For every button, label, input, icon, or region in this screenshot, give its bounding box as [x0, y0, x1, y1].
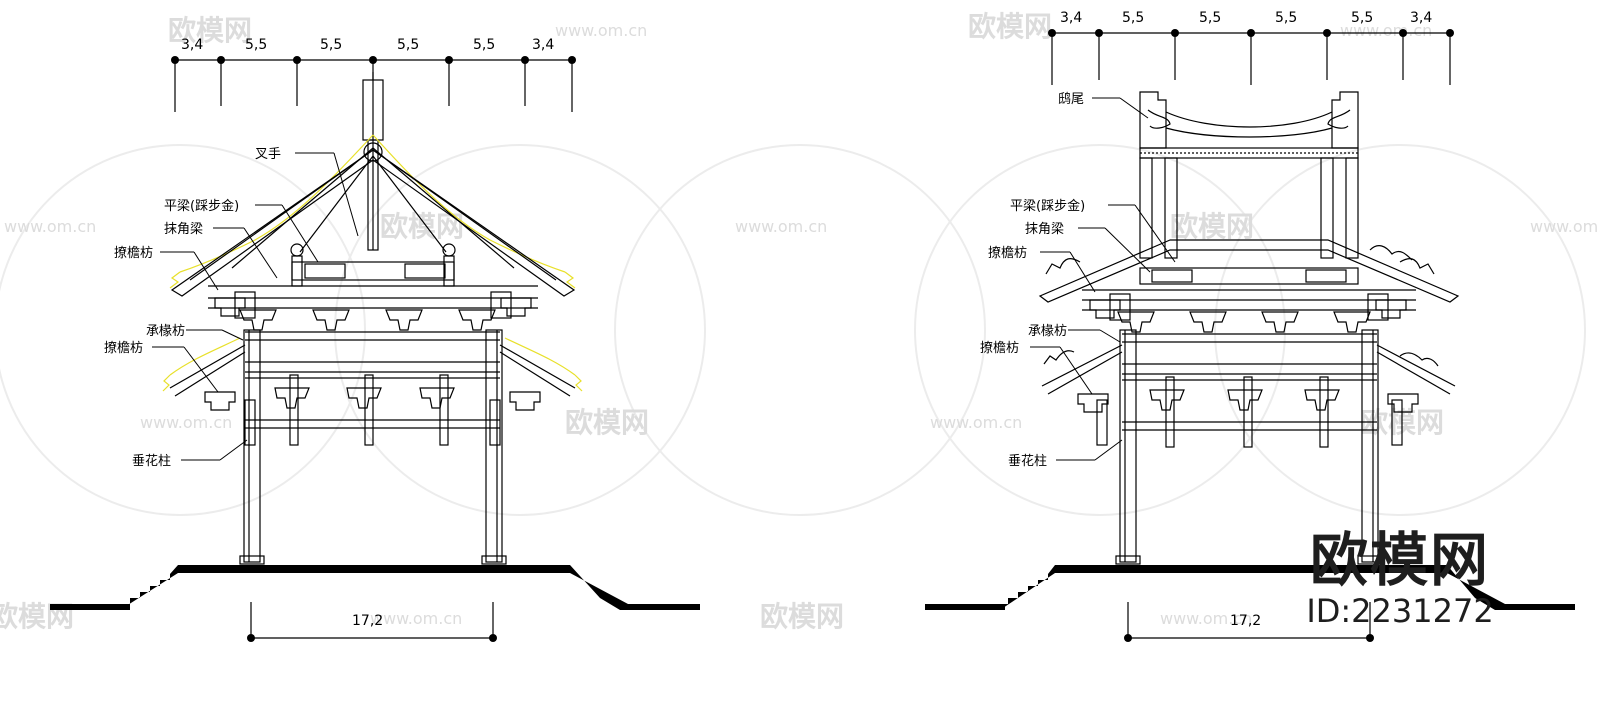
right-lower-roof — [1041, 344, 1456, 395]
left-bottom-dimension — [247, 602, 497, 642]
left-label-liaoyanfang-lower: 撩檐枋 — [104, 340, 143, 356]
left-dim-2: 5,5 — [245, 37, 267, 53]
left-top-dimension — [171, 56, 576, 112]
left-label-mojiaoliang: 抹角梁 — [164, 222, 203, 237]
right-ridge-chiwei — [1139, 91, 1359, 259]
watermark-brand: 欧模网 — [968, 10, 1052, 43]
right-bottom-dimension — [1124, 602, 1374, 642]
right-dim-5: 5,5 — [1351, 10, 1373, 26]
right-label-chuihuazhu: 垂花柱 — [1008, 453, 1047, 469]
left-lower-brackets — [204, 374, 541, 446]
right-label-chengchuanfang: 承椽枋 — [1028, 323, 1067, 339]
right-leaders — [1030, 97, 1176, 461]
watermark-url: www.om.cn — [1530, 217, 1600, 236]
left-upper-brackets — [214, 291, 532, 331]
watermark-url: www.om.cn — [4, 217, 96, 236]
left-dim-4: 5,5 — [397, 37, 419, 53]
watermark-brand: 欧模网 — [760, 600, 844, 633]
brand-watermark: 欧模网 ID:2231272 — [1290, 528, 1510, 630]
right-section — [925, 29, 1575, 642]
left-dim-1: 3,4 — [181, 37, 203, 53]
left-platform — [50, 565, 700, 610]
left-upper-roof — [170, 149, 576, 309]
left-dim-6: 3,4 — [532, 37, 554, 53]
right-dim-2: 5,5 — [1122, 10, 1144, 26]
right-texts: 3,4 5,5 5,5 5,5 5,5 3,4 17,2 鸱尾 平梁(踩步金) … — [980, 10, 1432, 629]
left-label-chashou: 叉手 — [255, 147, 281, 162]
left-chashou-braces — [169, 134, 576, 289]
left-label-chengchuanfang: 承椽枋 — [146, 323, 185, 339]
right-upper-brackets — [1089, 293, 1407, 333]
left-label-chuihuazhu: 垂花柱 — [132, 453, 171, 469]
left-texts: 3,4 5,5 5,5 5,5 5,5 3,4 17,2 叉手 平梁(踩步金) … — [104, 37, 554, 629]
watermark-url: www.om.cn — [140, 413, 232, 432]
right-platform — [925, 565, 1575, 610]
watermark-brand: 欧模网 — [1170, 210, 1254, 243]
watermark-brand: 欧模网 — [168, 14, 252, 47]
watermark-url: www.om.cn — [370, 609, 462, 628]
right-dim-4: 5,5 — [1275, 10, 1297, 26]
right-dim-6: 3,4 — [1410, 10, 1432, 26]
watermark-url: www.om.cn — [555, 21, 647, 40]
right-label-liaoyanfang-upper: 撩檐枋 — [988, 245, 1027, 261]
watermark-marks: 欧模网 www.om.cn www.om.cn 欧模网 www.om.cn ww… — [0, 10, 1600, 633]
watermark-brand: 欧模网 — [565, 406, 649, 439]
right-top-dimension — [1048, 29, 1454, 85]
right-label-chiwei: 鸱尾 — [1058, 91, 1084, 107]
left-bottom-dim: 17,2 — [352, 613, 383, 629]
right-bottom-dim: 17,2 — [1230, 613, 1261, 629]
left-section — [50, 56, 700, 642]
left-leaders — [152, 152, 359, 461]
right-lower-brackets — [1077, 376, 1419, 448]
left-dim-5: 5,5 — [473, 37, 495, 53]
left-dim-3: 5,5 — [320, 37, 342, 53]
model-id: ID:2231272 — [1306, 592, 1494, 630]
right-label-mojiaoliang: 抹角梁 — [1025, 222, 1064, 237]
watermark-url: www.om.cn — [735, 217, 827, 236]
right-middle-beams — [1122, 333, 1377, 381]
watermark-url: www.om.cn — [1160, 609, 1252, 628]
left-spire — [362, 72, 384, 251]
watermark-url: www.om.cn — [1340, 21, 1432, 40]
left-label-liaoyanfang-upper: 撩檐枋 — [114, 245, 153, 261]
right-upper-roof — [1038, 239, 1460, 311]
brand-name: 欧模网 — [1309, 526, 1490, 594]
left-middle-beams — [245, 331, 500, 379]
left-lower-roof — [162, 337, 583, 397]
right-label-pingliang: 平梁(踩步金) — [1010, 198, 1085, 214]
right-dim-1: 3,4 — [1060, 10, 1082, 26]
left-columns — [239, 329, 507, 565]
left-label-pingliang: 平梁(踩步金) — [164, 198, 239, 214]
watermark-url: www.om.cn — [930, 413, 1022, 432]
right-label-liaoyanfang-lower: 撩檐枋 — [980, 340, 1019, 356]
right-dim-3: 5,5 — [1199, 10, 1221, 26]
right-columns — [1115, 329, 1383, 565]
